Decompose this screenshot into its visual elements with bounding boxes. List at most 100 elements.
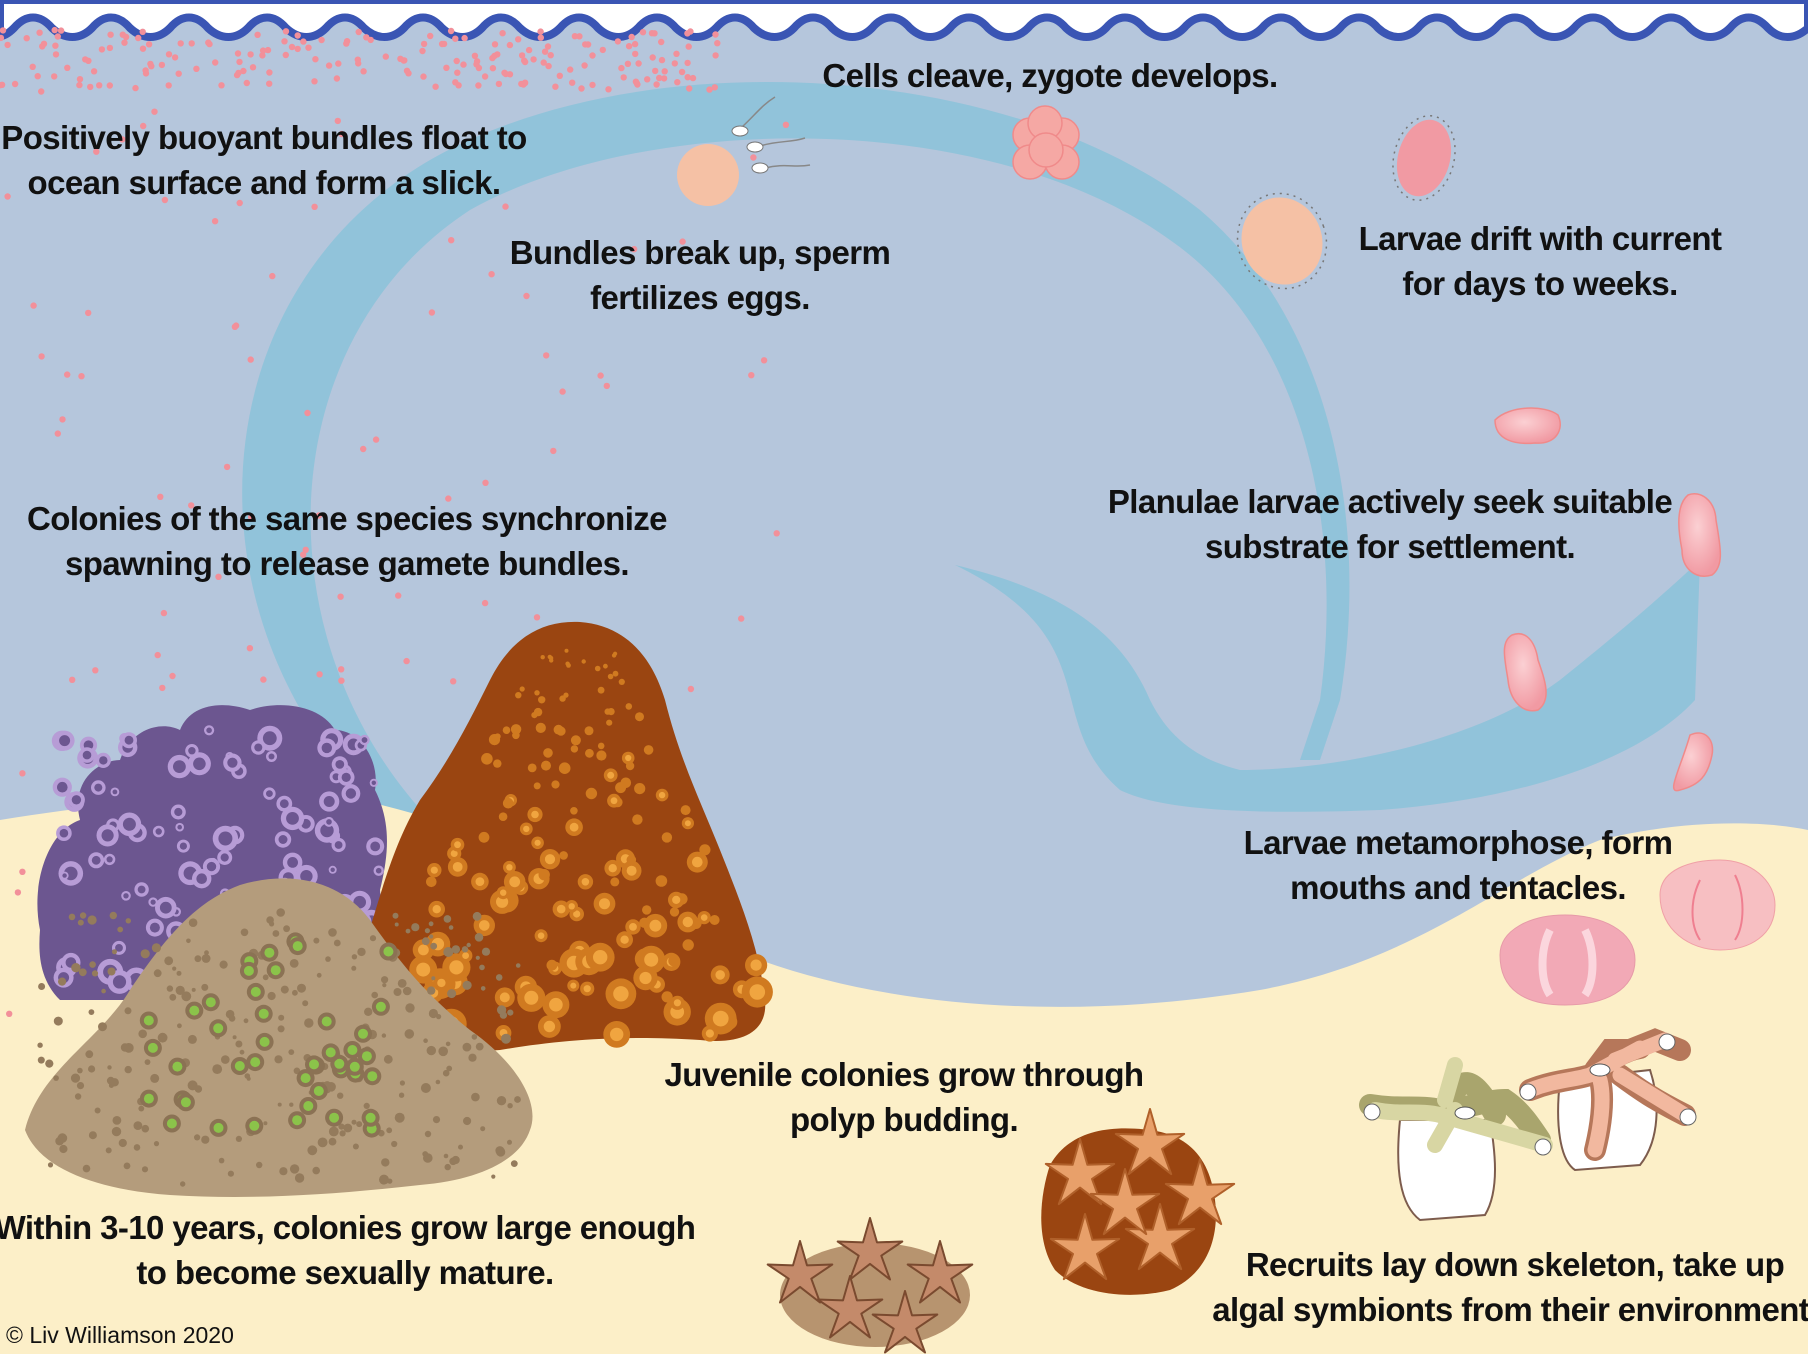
gamete-dot: [247, 356, 254, 363]
gamete-dot: [678, 68, 686, 76]
tan-polyp: [45, 1059, 54, 1068]
orange-polyp-center: [712, 1010, 729, 1027]
caption-recruits: Recruits lay down skeleton, take up alga…: [1212, 1242, 1808, 1332]
gamete-dot: [360, 445, 367, 453]
gamete-dot: [165, 51, 173, 58]
gamete-dot: [567, 66, 574, 73]
tan-polyp: [430, 942, 438, 950]
tan-polyp: [278, 1014, 285, 1021]
gamete-dot: [502, 203, 509, 210]
tan-polyp: [232, 1035, 237, 1040]
orange-polyp: [594, 665, 601, 672]
caption-juvenile: Juvenile colonies grow through polyp bud…: [665, 1052, 1144, 1142]
tan-polyp-center: [292, 1115, 303, 1126]
tan-polyp: [53, 1075, 59, 1081]
gamete-dot: [52, 51, 60, 58]
orange-polyp-center: [583, 985, 591, 993]
gamete-dot: [454, 69, 461, 76]
orange-polyp-center: [644, 952, 659, 967]
tan-polyp: [283, 925, 290, 933]
orange-polyp-center: [610, 1027, 624, 1042]
gamete-dot: [518, 52, 526, 59]
gamete-dot: [92, 667, 99, 674]
gamete-dot: [240, 67, 247, 75]
gamete-dot: [625, 43, 633, 50]
tan-polyp: [88, 1131, 97, 1140]
orange-polyp: [563, 692, 569, 698]
tan-polyp: [421, 937, 430, 946]
orange-polyp: [606, 719, 613, 726]
gamete-dot: [87, 83, 94, 91]
gamete-dot: [440, 40, 448, 48]
gamete-dot: [428, 309, 436, 316]
orange-polyp: [531, 712, 538, 719]
tan-polyp: [276, 908, 286, 917]
gamete-dot: [552, 83, 559, 90]
orange-polyp-center: [599, 898, 610, 910]
gamete-dot: [432, 83, 439, 90]
tan-polyp-center: [292, 941, 303, 952]
purple-polyp-center: [321, 742, 332, 754]
ocean-surface-wave: [0, 0, 1808, 41]
orange-polyp: [597, 686, 605, 694]
gamete-dot: [223, 463, 231, 471]
tan-polyp: [272, 930, 280, 937]
copyright-credit: © Liv Williamson 2020: [6, 1322, 234, 1348]
gamete-dot: [19, 770, 26, 777]
tan-polyp: [219, 960, 228, 969]
tan-polyp: [89, 961, 96, 968]
tan-polyp: [443, 915, 452, 923]
orange-polyp: [634, 783, 646, 795]
orange-polyp: [426, 876, 437, 888]
tan-polyp-center: [313, 1086, 324, 1096]
tan-polyp: [356, 1121, 363, 1128]
purple-polyp-center: [188, 747, 196, 755]
orange-polyp-center: [658, 791, 666, 799]
gamete-dot: [246, 645, 254, 652]
tan-polyp: [212, 1064, 223, 1074]
cleaving-embryo: [1012, 105, 1080, 180]
orange-polyp: [498, 812, 508, 821]
tan-polyp: [194, 1134, 201, 1141]
gamete-dot: [530, 56, 537, 63]
tan-polyp: [515, 963, 521, 968]
orange-polyp: [584, 726, 594, 736]
gamete-dot: [338, 677, 345, 684]
gamete-dot: [343, 40, 350, 47]
tan-polyp: [123, 1162, 131, 1170]
orange-polyp-center: [639, 971, 652, 985]
juvenile-polyp: [1044, 1138, 1116, 1206]
tan-polyp: [337, 1092, 344, 1099]
purple-polyp-center: [59, 828, 69, 838]
gamete-dot: [154, 651, 161, 659]
gamete-dot: [559, 388, 566, 395]
orange-polyp: [635, 712, 644, 722]
tan-polyp: [405, 1003, 415, 1013]
gamete-dot: [177, 40, 184, 47]
caption-planulae-line1: Planulae larvae actively seek suitable: [1107, 483, 1673, 520]
gamete-dot: [139, 45, 147, 52]
tan-polyp: [153, 1141, 160, 1147]
tan-polyp: [351, 954, 358, 960]
tan-polyp-center: [361, 1051, 372, 1062]
gamete-dot: [14, 889, 22, 896]
purple-polyp-center: [159, 901, 172, 914]
gamete-dot: [161, 196, 169, 204]
tan-polyp: [98, 1022, 107, 1032]
orange-polyp-center: [524, 990, 539, 1005]
egg-with-sperm: [677, 96, 811, 206]
gamete-dot: [540, 59, 547, 66]
gamete-dot: [684, 59, 691, 67]
tan-polyp: [381, 1033, 387, 1038]
gamete-dot: [656, 74, 663, 82]
purple-polyp-center: [101, 829, 114, 842]
tan-polyp: [507, 1139, 512, 1145]
gamete-dot: [712, 52, 719, 59]
gamete-dot: [395, 592, 402, 599]
gamete-dot: [599, 46, 606, 54]
gamete-dot: [4, 41, 11, 49]
gamete-dot: [311, 203, 318, 210]
gamete-dot: [603, 382, 610, 390]
tan-polyp: [141, 1124, 150, 1133]
caption-fertilize-line2: fertilizes eggs.: [590, 279, 810, 316]
